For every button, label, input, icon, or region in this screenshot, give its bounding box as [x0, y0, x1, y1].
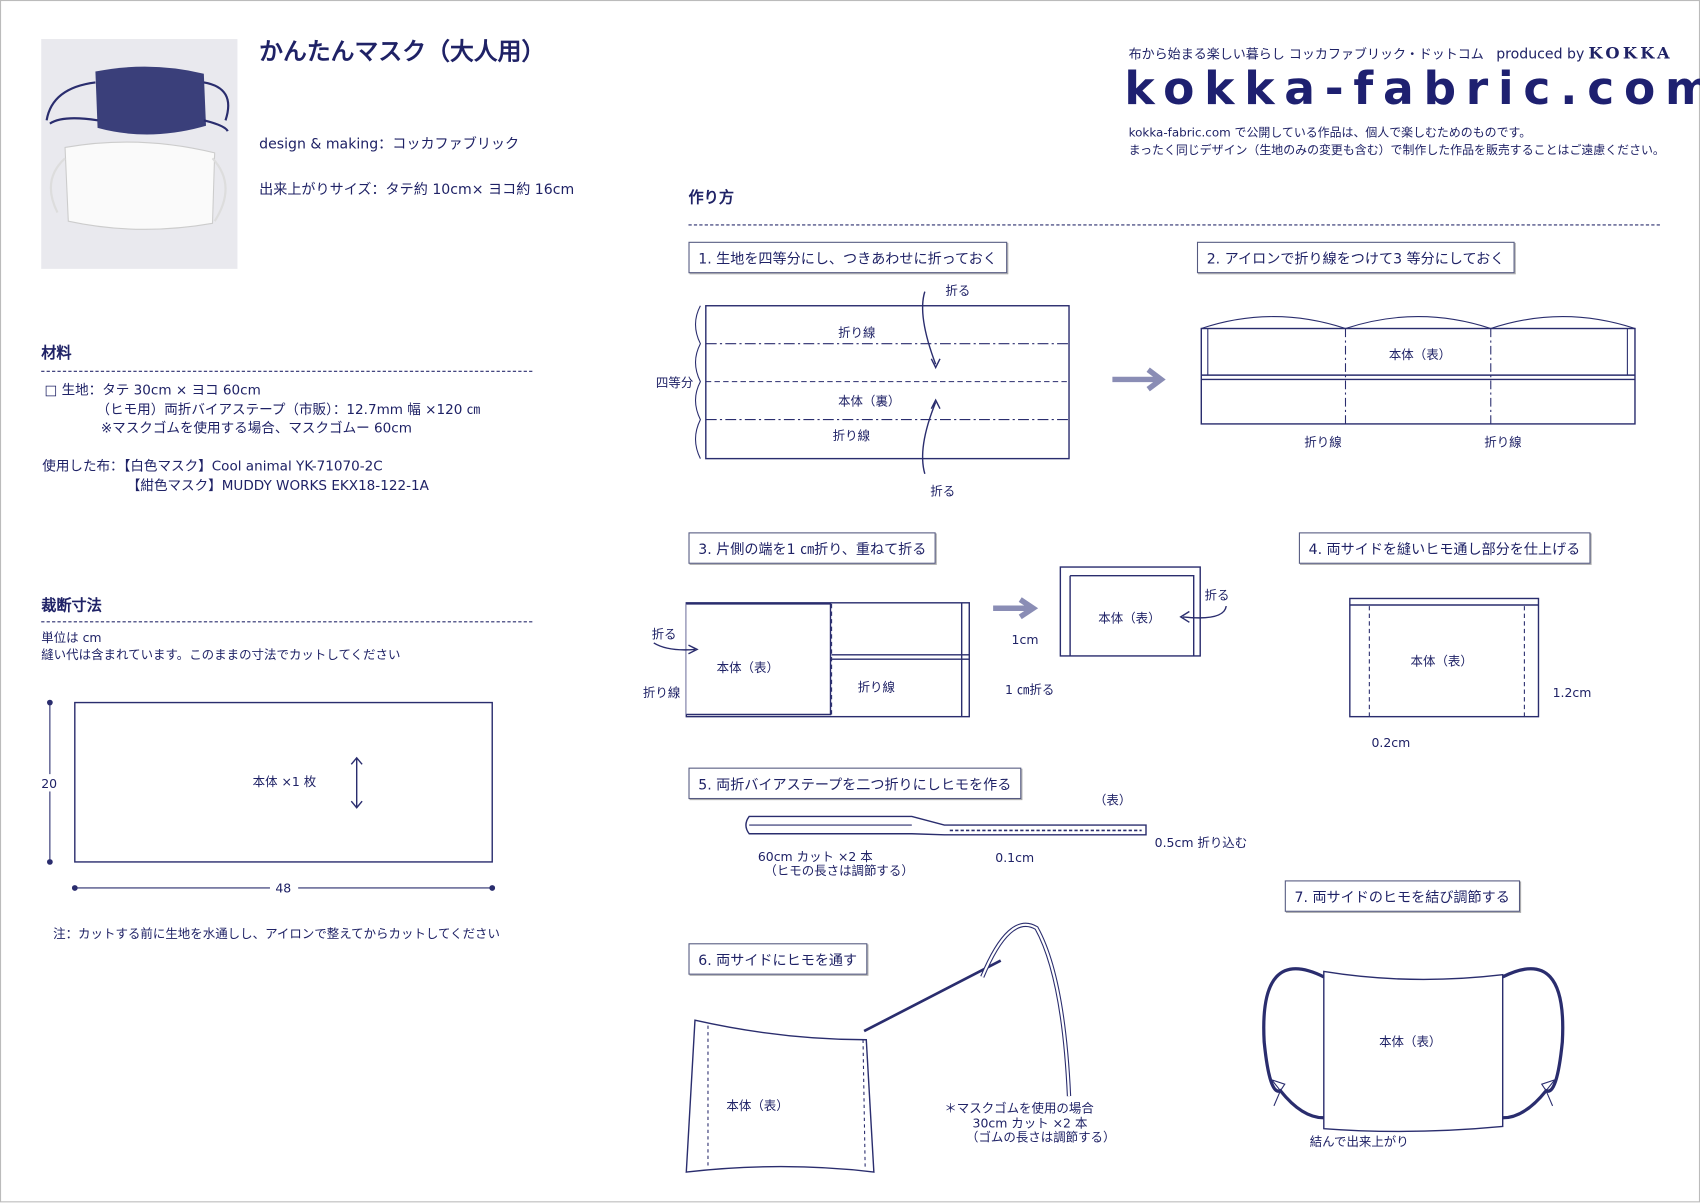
fold-label: 折る: [930, 483, 955, 498]
body-front-label: 本体（表）: [1411, 654, 1473, 669]
divider: [688, 224, 1660, 226]
height-dim: 20: [41, 776, 57, 791]
quarter-label: 四等分: [656, 375, 693, 390]
step-6-diagram: 本体（表） ＊マスクゴムを使用の場合 30cm カット ×2 本 （ゴムの長さは…: [685, 922, 1115, 1173]
finish-label: 結んで出来上がり: [1310, 1134, 1409, 1149]
step-2-diagram: 本体（表） 折り線 折り線: [1200, 316, 1636, 450]
body-front-label: 本体（表）: [1379, 1034, 1441, 1049]
arrow-icon: [993, 597, 1039, 620]
width-dim: 48: [275, 880, 291, 895]
cutting-note: 注：カットする前に生地を水通しし、アイロンで整えてからカットしてください: [53, 925, 500, 942]
fold-line-label: 折り線: [1304, 435, 1341, 450]
notice-line-2: まったく同じデザイン（生地のみの変更も含む）で制作した作品を販売することはご遠慮…: [1128, 143, 1665, 158]
fold-1cm-label: 1 ㎝折る: [1005, 682, 1054, 697]
divider: [41, 621, 533, 623]
step-4-diagram: 本体（表） 1.2cm 0.2cm: [1349, 597, 1592, 750]
fold-line-label: 折り線: [643, 685, 680, 700]
page-title: かんたんマスク（大人用）: [259, 39, 546, 67]
cutting-diagram: 20 48 本体 ×1 枚: [37, 699, 496, 896]
body-front-label: 本体（表）: [717, 660, 779, 675]
piece-label: 本体 ×1 枚: [253, 774, 317, 789]
step-2-label: 2. アイロンで折り線をつけて3 等分にしておく: [1196, 241, 1515, 274]
arrow-icon: [1112, 367, 1166, 392]
divider: [41, 370, 533, 372]
cm0-2-label: 0.2cm: [1372, 735, 1411, 750]
fabric-used-line: 【紺色マスク】MUDDY WORKS EKX18-122-1A: [126, 477, 429, 494]
step-7-diagram: 本体（表） 結んで出来上がり: [1262, 967, 1565, 1149]
cut60-label: 60cm カット ×2 本: [758, 849, 873, 864]
materials-heading: 材料: [41, 344, 72, 363]
adjust-elastic-label: （ゴムの長さは調節する）: [966, 1130, 1115, 1145]
cutting-heading: 裁断寸法: [41, 597, 102, 615]
step-3-label: 3. 片側の端を1 ㎝折り、重ねて折る: [688, 532, 937, 564]
tuck-label: 0.5cm 折り込む: [1155, 835, 1248, 850]
material-line: □ 生地：タテ 30cm × ヨコ 60cm: [44, 381, 261, 398]
step-1-label: 1. 生地を四等分にし、つきあわせに折っておく: [688, 241, 1007, 274]
finished-size: 出来上がりサイズ：タテ約 10cm× ヨコ約 16cm: [259, 182, 575, 199]
brand-name: KOKKA: [1588, 43, 1673, 63]
tagline-text: 布から始まる楽しい暮らし コッカファブリック・ドットコム: [1128, 46, 1484, 62]
body-front-label: 本体（表）: [1389, 347, 1451, 362]
howto-heading: 作り方: [688, 189, 735, 208]
fabric-used-line: 使用した布：【白色マスク】Cool animal YK-71070-2C: [42, 457, 383, 474]
fold-label: 折る: [945, 283, 970, 298]
step-7-label: 7. 両サイドのヒモを結び調節する: [1284, 880, 1520, 912]
step-4-label: 4. 両サイドを縫いヒモ通し部分を仕上げる: [1298, 532, 1591, 564]
fold-line-label: 折り線: [1484, 435, 1521, 450]
mask-photo: [41, 39, 238, 269]
material-line: ※マスクゴムを使用する場合、マスクゴムー 60cm: [100, 419, 412, 436]
body-front-label: 本体（表）: [726, 1098, 788, 1113]
body-back-label: 本体（裏）: [838, 393, 900, 408]
front-label: （表）: [1094, 792, 1131, 807]
elastic-case-label: ＊マスクゴムを使用の場合: [944, 1100, 1094, 1115]
step-6-label: 6. 両サイドにヒモを通す: [688, 943, 867, 975]
fold-line-label: 折り線: [858, 680, 895, 695]
adjust-string-label: （ヒモの長さは調節する）: [764, 863, 913, 878]
notice-line-1: kokka-fabric.com で公開している作品は、個人で楽しむためのもので…: [1128, 125, 1532, 140]
cm1-2-label: 1.2cm: [1553, 685, 1592, 700]
site-logo: kokka-fabric.com: [1124, 61, 1700, 115]
tagline: 布から始まる楽しい暮らし コッカファブリック・ドットコム produced by…: [1128, 43, 1673, 63]
cm0-1-label: 0.1cm: [995, 850, 1034, 865]
step-1-diagram: 折る 折り線 四等分 本体（裏） 折り線 折る: [656, 283, 1070, 498]
body-front-label: 本体（表）: [1098, 610, 1160, 625]
seam-note: 縫い代は含まれています。このままの寸法でカットしてください: [41, 647, 401, 663]
fold-label: 折る: [1205, 588, 1230, 603]
fold-label: 折る: [652, 627, 677, 642]
mask-photo-image: [45, 66, 230, 230]
unit-note: 単位は cm: [41, 629, 102, 646]
step-5-diagram: （表） 0.5cm 折り込む 60cm カット ×2 本 （ヒモの長さは調節する…: [745, 792, 1248, 878]
fold-line-label: 折り線: [838, 325, 875, 340]
step-3-diagram: 折る 折り線 本体（表） 折り線 1 ㎝折る 本体（表） 折る 1cm: [643, 566, 1230, 718]
cut30-label: 30cm カット ×2 本: [973, 1116, 1088, 1131]
design-credit: design & making：コッカファブリック: [259, 136, 520, 153]
fold-line-label: 折り線: [833, 428, 870, 443]
material-line: （ヒモ用）両折バイアステープ（市販）：12.7mm 幅 ×120 ㎝: [96, 401, 481, 418]
step-5-label: 5. 両折バイアステープを二つ折りにしヒモを作る: [688, 767, 1022, 800]
cm1-label: 1cm: [1012, 632, 1039, 647]
produced-by: produced by: [1496, 46, 1585, 63]
